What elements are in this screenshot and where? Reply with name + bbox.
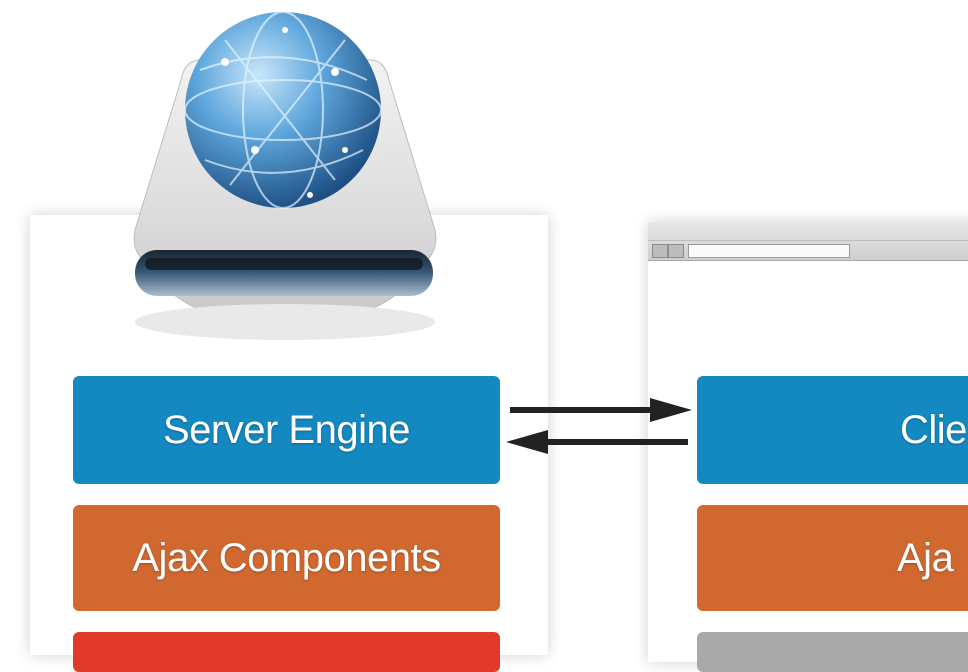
server-third-block bbox=[73, 632, 500, 672]
server-engine-block: Server Engine bbox=[73, 376, 500, 484]
arrow-left-icon bbox=[506, 430, 688, 454]
client-engine-block: Clie bbox=[697, 376, 968, 484]
server-ajax-components-block: Ajax Components bbox=[73, 505, 500, 611]
web-server-drive-icon bbox=[133, 11, 437, 340]
client-ajax-components-block: Aja bbox=[697, 505, 968, 611]
browser-toolbar bbox=[648, 222, 968, 261]
browser-titlebar bbox=[648, 222, 968, 241]
address-bar bbox=[688, 244, 850, 258]
client-third-block bbox=[697, 632, 968, 672]
request-response-arrows bbox=[506, 398, 692, 454]
arrow-right-icon bbox=[510, 398, 692, 422]
forward-button-icon bbox=[668, 244, 684, 258]
back-button-icon bbox=[652, 244, 668, 258]
